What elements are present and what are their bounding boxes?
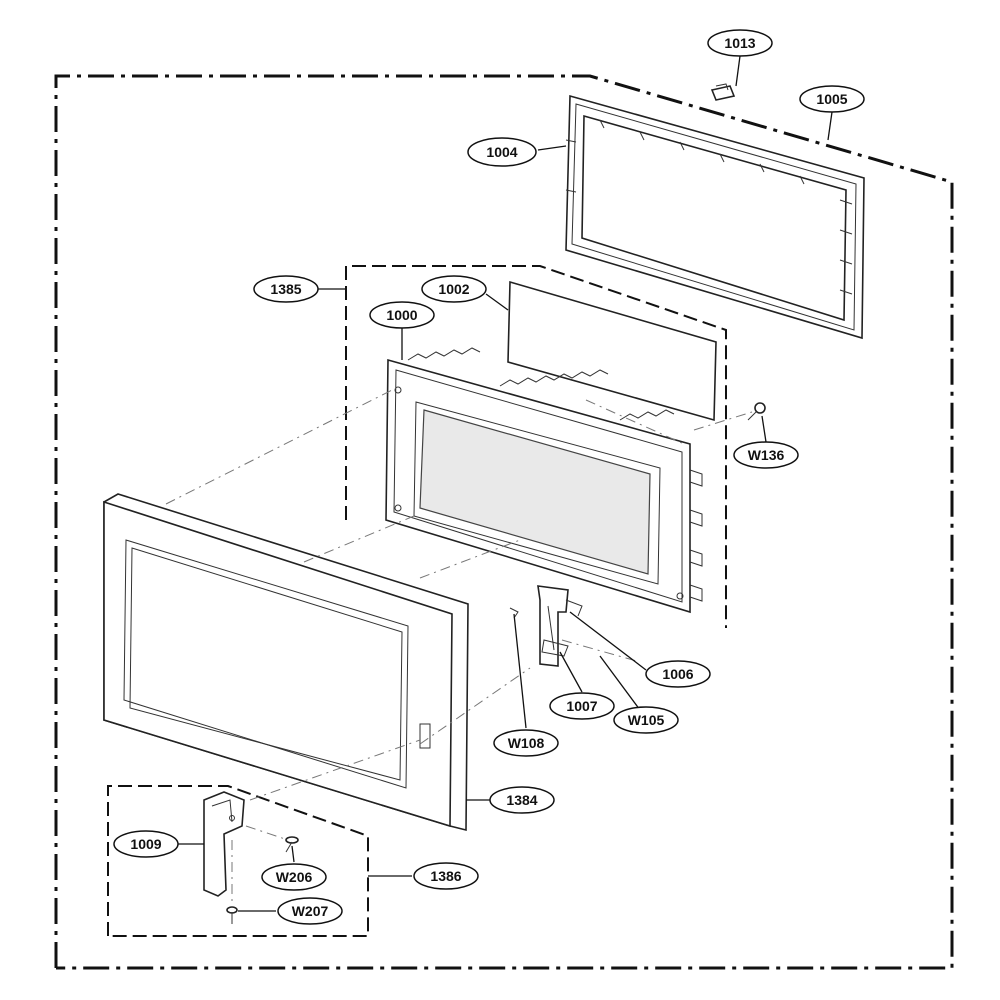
door-handle-part [203,791,245,897]
group-1386-boundary [107,785,369,937]
callout-1385-label: 1385 [270,281,301,297]
latch-assembly-part [509,585,583,667]
callout-w108: W108 [493,729,559,757]
callout-1005-label: 1005 [816,91,847,107]
callout-w105-label: W105 [628,712,665,728]
callout-1013: 1013 [707,29,773,57]
choke-film-part [507,280,717,422]
callout-1385: 1385 [253,275,319,303]
group-1385-boundary [345,265,727,628]
callout-w136: W136 [733,441,799,469]
callout-1007-label: 1007 [566,698,597,714]
inner-door-panel-part [385,347,703,614]
callout-1013-label: 1013 [724,35,755,51]
callout-1000: 1000 [369,301,435,329]
assembly-boundary [54,74,954,970]
door-outer-frame-part [103,493,469,832]
screw-w207-part [226,906,238,924]
callout-w105: W105 [613,706,679,734]
callout-w207: W207 [277,897,343,925]
callout-1386-label: 1386 [430,868,461,884]
screw-w206-part [285,836,299,853]
callout-1002-label: 1002 [438,281,469,297]
assembly-guide-lines [165,387,753,906]
callout-w206-label: W206 [276,869,313,885]
callout-1007: 1007 [549,692,615,720]
callout-w207-label: W207 [292,903,329,919]
callout-1005: 1005 [799,85,865,113]
callout-1004-label: 1004 [486,144,517,160]
callout-1384-label: 1384 [506,792,537,808]
callout-1384: 1384 [489,786,555,814]
callout-1009: 1009 [113,830,179,858]
door-frame-part [565,94,865,340]
callout-w108-label: W108 [508,735,545,751]
callout-w206: W206 [261,863,327,891]
callout-1009-label: 1009 [130,836,161,852]
screw-w136-part [747,402,766,421]
callout-1004: 1004 [467,137,537,167]
callout-1006-label: 1006 [662,666,693,682]
callout-1002: 1002 [421,275,487,303]
callout-1000-label: 1000 [386,307,417,323]
clip-part [710,83,736,101]
leader-lines [178,55,833,912]
callout-1386: 1386 [413,862,479,890]
callout-w136-label: W136 [748,447,785,463]
callout-1006: 1006 [645,660,711,688]
